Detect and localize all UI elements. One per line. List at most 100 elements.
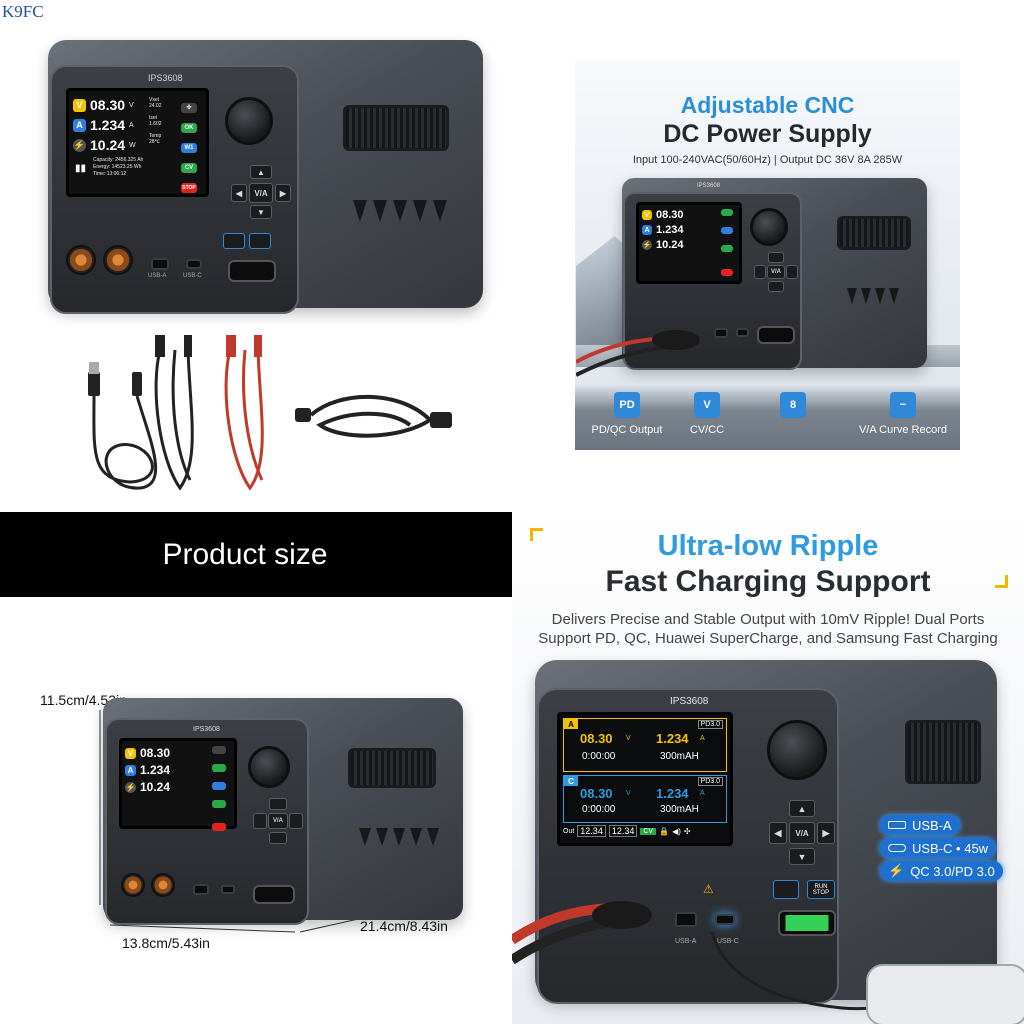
left-button[interactable] [754,265,766,279]
channel-c-box: C PD3.0 08.30 V 1.234 A 0:00:00 300mAH [563,775,727,823]
test-lead-cable [576,330,700,377]
voltage-value: 08.30 [140,746,171,760]
output-toggle-button[interactable] [223,233,245,249]
feature-subtitle: Input 100-240VAC(50/60Hz) | Output DC 36… [632,154,903,166]
vset-value: 24.02 [149,103,162,109]
power-switch[interactable] [757,326,795,344]
up-button[interactable]: ▲ [250,165,272,179]
power-cord [295,394,452,438]
down-button[interactable] [269,832,287,844]
rotary-knob[interactable] [248,746,290,788]
stop-badge: STOP [181,182,197,193]
usb-cable [88,362,158,490]
model-label-q3: IPS3608 [193,726,220,733]
usb-c-port[interactable] [715,914,735,925]
iset-value: 1.602 [149,121,162,127]
right-button[interactable] [289,813,303,829]
side-grille [343,105,449,151]
side-grille [348,748,436,788]
up-button[interactable] [269,798,287,810]
usb-c-tag-label: USB-C • 45w [912,840,989,856]
power-icon: ⚡ [642,240,652,250]
fastcharge-subtitle: Delivers Precise and Stable Output with … [512,610,1024,648]
rotary-knob[interactable] [225,97,273,145]
display-screen-q2: V 08.30 A 1.234 ⚡ 10.24 [636,202,742,284]
gauge-icon: V [694,392,720,418]
charging-cables [512,901,1024,1024]
device-main: IPS3608 V 08.30 V A 1.234 A ⚡ 10.24 W Vs… [48,40,488,315]
power-switch[interactable] [778,910,836,936]
power-switch[interactable] [228,260,276,282]
right-button[interactable] [786,265,798,279]
model-label-q2: IPS3608 [697,183,721,189]
current-unit: A [129,121,134,129]
left-button[interactable]: ◀ [231,184,247,202]
va-button[interactable]: V/A [789,822,815,844]
usb-c-port[interactable] [186,259,202,269]
feature-pd-label: PD/QC Output [591,424,663,436]
negative-terminal[interactable] [151,873,175,897]
out-voltage: 12.34 [577,825,606,837]
feature-title-line2: DC Power Supply [663,120,872,148]
channel-c-voltage: 08.30 [580,786,613,801]
voltage-value: 08.30 [656,209,684,221]
left-button[interactable] [253,813,267,829]
positive-terminal[interactable] [66,245,96,275]
left-button[interactable]: ◀ [769,822,787,844]
usb-a-port[interactable] [193,884,209,895]
iset-label: Iset [149,115,158,121]
nav-pad: V/A [253,798,303,846]
output-toggle-button[interactable] [773,880,799,899]
cv-badge [212,800,226,808]
channel-a-current: 1.234 [656,731,689,746]
run-stop-button[interactable]: RUN STOP [807,880,835,899]
ok-badge: OK [181,122,197,133]
side-vents [353,200,447,222]
positive-terminal[interactable] [121,873,145,897]
fastcharge-subtitle-line1: Delivers Precise and Stable Output with … [551,611,985,628]
power-switch[interactable] [253,885,295,904]
va-button[interactable]: V/A [767,265,785,279]
power-value: 10.24 [140,780,171,794]
test-leads [154,335,264,491]
negative-terminal[interactable] [103,245,133,275]
usb-a-port[interactable] [675,912,697,927]
fastcharge-title-line2: Fast Charging Support [605,565,931,598]
run-stop-button[interactable] [249,233,271,249]
usb-c-port[interactable] [736,328,749,337]
feature-title-line1: Adjustable CNC [680,92,855,118]
down-button[interactable]: ▼ [250,205,272,219]
fast-charge-tag-label: QC 3.0/PD 3.0 [910,863,995,879]
ok-badge [721,209,733,216]
rotary-knob[interactable] [750,208,788,246]
up-button[interactable]: ▲ [789,800,815,817]
usb-c-label: USB-C [183,273,202,279]
va-button[interactable]: V/A [268,813,288,829]
right-button[interactable]: ▶ [275,184,291,202]
voltage-icon: V [73,98,86,112]
down-button[interactable]: ▼ [789,848,815,865]
voltage-icon: V [642,210,652,220]
cv-badge [721,245,733,252]
usb-a-tag-label: USB-A [912,817,952,833]
usb-c-icon [888,844,906,852]
nav-pad: V/A [754,252,798,292]
channel-c-time: 0:00:00 [582,804,616,815]
fastcharge-subtitle-line2: Support PD, QC, Huawei SuperCharge, and … [538,630,998,647]
usb-a-port[interactable] [714,328,728,338]
channel-c-badge: C [564,776,578,786]
usb-a-label: USB-A [148,273,167,279]
va-button[interactable]: V/A [249,183,273,203]
usb-a-port[interactable] [151,258,169,270]
down-button[interactable] [768,281,784,292]
usb-c-tag: USB-C • 45w [880,838,997,858]
right-button[interactable]: ▶ [817,822,835,844]
usb-c-port[interactable] [221,885,235,894]
channel-a-v-unit: V [626,735,631,742]
power-value: 10.24 [90,137,126,153]
rotary-knob[interactable] [767,720,827,780]
accessories [88,335,452,491]
feature-curve-record: ~ V/A Curve Record [858,392,948,436]
up-button[interactable] [768,252,784,263]
corner-bracket-icon [530,528,543,541]
